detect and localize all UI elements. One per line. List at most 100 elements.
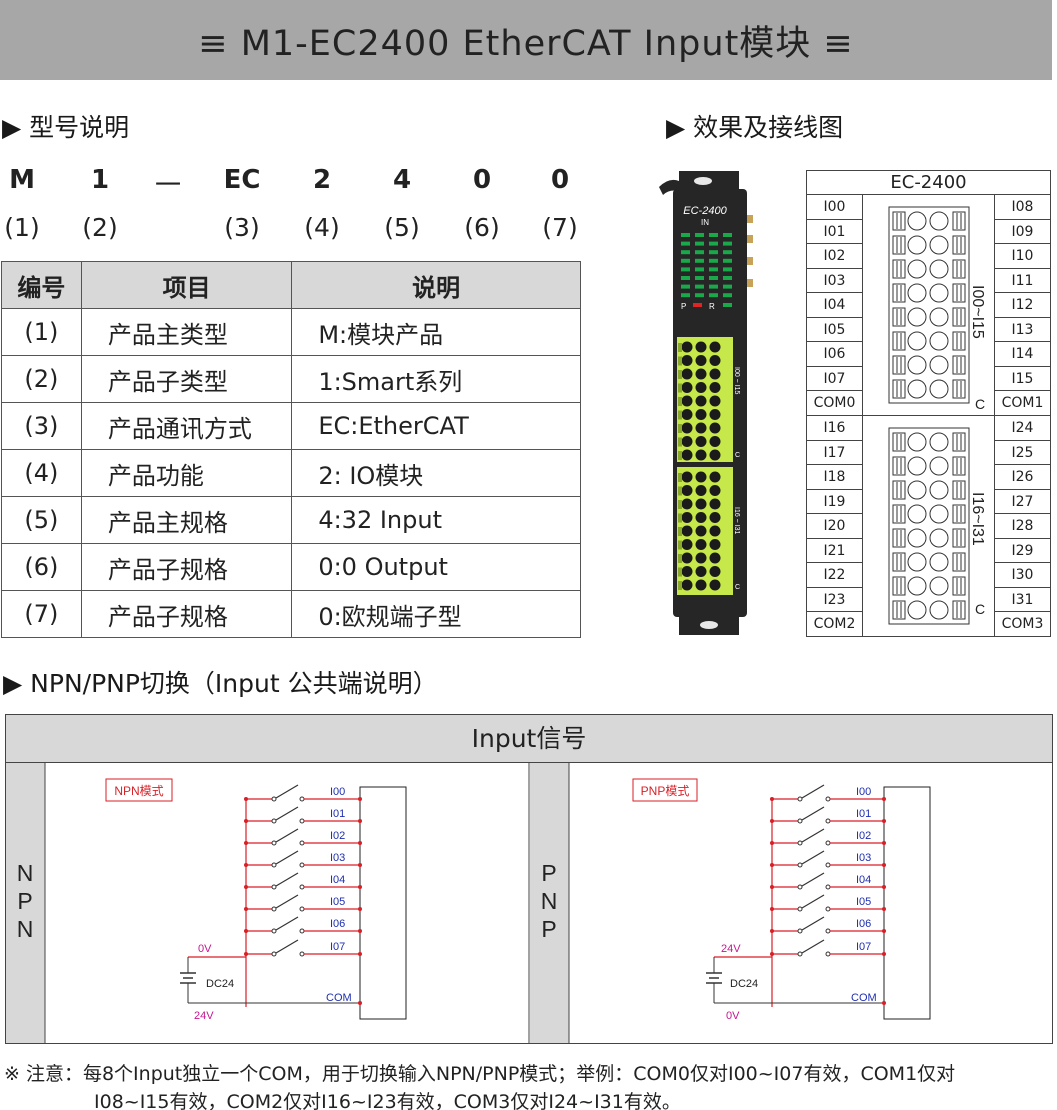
terminal-hole [709,422,721,434]
connector-hole [907,331,927,351]
device-pin [747,279,753,287]
code-char: EC [223,165,261,195]
terminal-hole [695,382,707,393]
connector-latch [892,600,906,620]
connector-hole [929,283,949,303]
switch-lever [275,894,299,909]
input-label: I02 [856,830,871,842]
terminal-release [678,383,682,393]
switch-lever [801,916,825,931]
pnp-side-cell [530,763,569,1043]
device-led-grid [681,233,732,298]
module-pin [358,841,362,845]
device-led [681,241,690,246]
terminal-release [678,540,682,550]
device-led [681,258,690,263]
switch-lever [801,939,825,954]
connector-latch [952,211,966,231]
terminal-hole [695,395,707,407]
connector-latch [892,456,906,476]
switch-contact [825,928,831,934]
terminal-label: I21 [807,539,862,563]
npn-bottom-voltage: 24V [194,1010,214,1022]
pnp-dc-label: DC24 [730,978,758,990]
row-description: M:模块产品 [291,308,581,356]
device-pin [747,235,753,243]
terminal-label: I13 [995,318,1050,342]
connector-latch [892,504,906,524]
connector-hole [907,235,927,255]
wiring-block-b-left: I16 I17 I18 I19 I20 I21 I22 I23 COM2 [807,416,863,637]
device-led [709,250,718,255]
title-bar: ≡ M1-EC2400 EtherCAT Input模块 ≡ [0,0,1052,80]
device-led [709,293,718,298]
input-label: I05 [856,896,871,908]
page-title: ≡ M1-EC2400 EtherCAT Input模块 ≡ [198,23,854,64]
terminal-hole [695,579,707,591]
npn-com-label: COM [326,992,352,1004]
pnp-mode-label: PNP模式 [641,784,690,798]
terminal-label: I24 [995,416,1050,441]
terminal-label: I06 [807,342,862,367]
wiring-block-b-right: I24 I25 I26 I27 I28 I29 I30 I31 COM3 [994,416,1050,637]
module-pin [882,952,886,956]
terminal-hole [709,498,721,510]
device-led [709,233,718,237]
switch-lever [801,872,825,887]
terminal-release [678,500,682,509]
device-led [723,250,732,255]
module-pin [882,841,886,845]
switch-lever [275,916,299,931]
terminal-hole [695,566,707,577]
terminal-label: I05 [807,318,862,342]
row-number: (6) [1,543,82,591]
connector-hole [907,600,927,620]
connector-hole [907,379,927,399]
device-led [723,284,732,289]
wiring-c-label-b: C [975,601,985,617]
connector-latch [952,576,966,596]
terminal-hole [681,436,693,447]
terminal-hole [695,368,707,380]
terminal-hole [695,471,707,483]
module-pin [882,819,886,823]
terminal-label: I19 [807,490,862,514]
terminal-release [678,486,682,496]
switch-contact [825,796,831,802]
row-item: 产品主规格 [80,496,293,544]
terminal-release [678,410,682,420]
device-pin [747,257,753,265]
device-bottom-hole [700,621,718,629]
terminal-label: I09 [995,220,1050,244]
terminal-hole [695,512,707,523]
switch-contact [825,862,831,868]
npn-side-letter: N [17,860,34,886]
pnp-com-label: COM [851,992,877,1004]
connector-latch [892,211,906,231]
code-char: M [9,165,35,195]
terminal-label: I15 [995,367,1050,391]
terminal-hole [709,395,721,407]
switch-contact [825,906,831,912]
wiring-block-a-diagram: I00~I15 C [888,206,986,412]
connector-latch [892,528,906,548]
terminal-label: COM1 [1001,395,1044,411]
terminal-hole [681,409,693,420]
row-item: 产品子规格 [80,543,293,591]
terminal-label: I01 [807,220,862,244]
connector-hole [929,331,949,351]
switch-contact [825,818,831,824]
module-pin [358,797,362,801]
terminal-hole [709,368,721,380]
terminal-hole [709,471,721,483]
section-wiring-heading: ▶ 效果及接线图 [666,113,844,142]
terminal-release [678,370,682,379]
connector-hole [929,600,949,620]
terminal-hole [681,341,693,353]
connector-latch [952,379,966,399]
switch-contact [797,928,803,934]
pnp-top-voltage: 24V [721,943,741,955]
